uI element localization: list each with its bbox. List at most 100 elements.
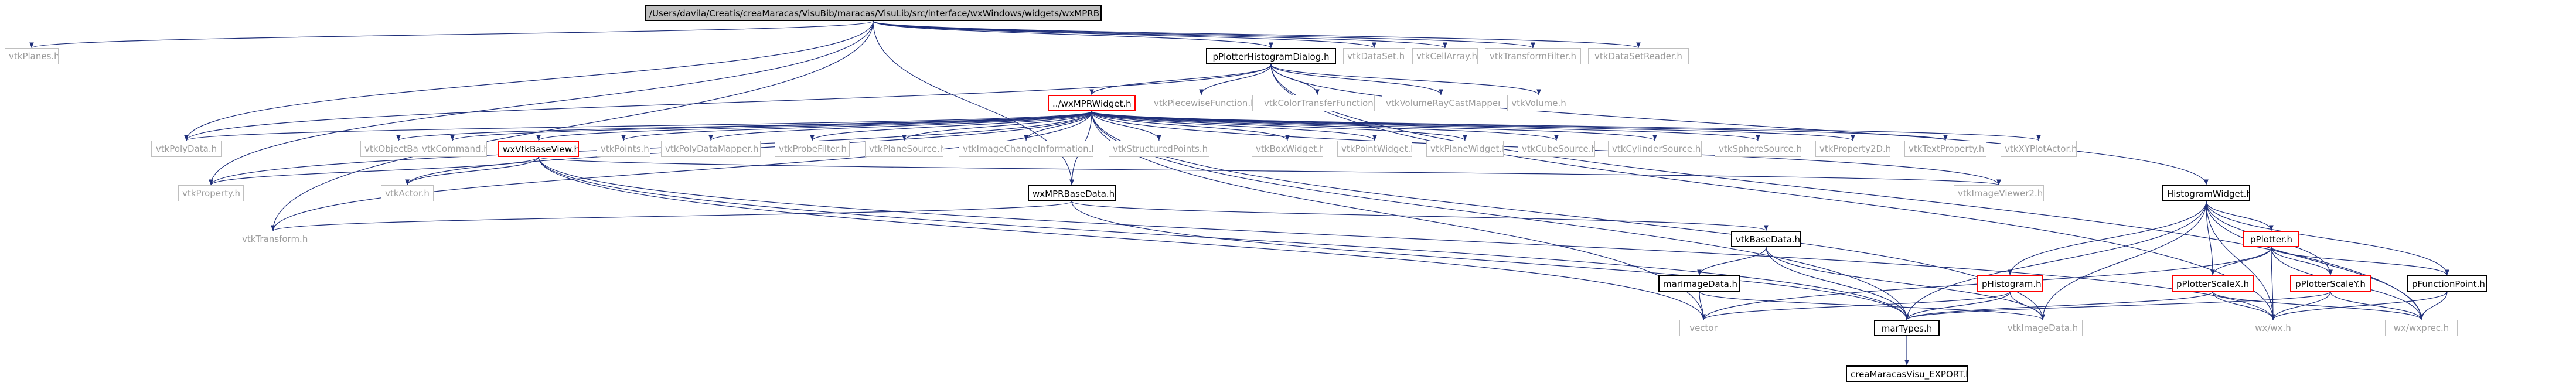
edge-pPlotter-to-pPlotterScaleX <box>2210 247 2272 276</box>
edge-pPlotterHistogramDialog-to-wxMPRWidget <box>1089 64 1272 95</box>
node-vtk-piecewise-function[interactable]: vtkPiecewiseFunction.h <box>1150 95 1253 111</box>
node-vtk-plane-source[interactable]: vtkPlaneSource.h <box>865 141 943 157</box>
edge-wxMPRWidget-to-vtkStructuredPoints <box>1091 111 1161 141</box>
node-vtk-property2-d[interactable]: vtkProperty2D.h <box>1815 141 1890 157</box>
edge-pPlotterScaleX-to-marTypes <box>1904 291 2213 320</box>
edge-pPlotterScaleX-to-wxwxprec <box>2212 291 2424 320</box>
node-vtk-planes[interactable]: vtkPlanes.h <box>5 48 59 64</box>
node-wxwx[interactable]: wx/wx.h <box>2247 320 2299 336</box>
node-vtk-box-widget[interactable]: vtkBoxWidget.h <box>1252 141 1323 157</box>
node-root: /Users/davila/Creatis/creaMaracas/VisuBi… <box>645 5 1102 21</box>
node-mar-types[interactable]: marTypes.h <box>1874 320 1940 336</box>
node-vtk-data-set[interactable]: vtkDataSet.h <box>1343 48 1405 64</box>
node-p-plotter-scale-x[interactable]: pPlotterScaleX.h <box>2172 275 2254 292</box>
edge-wxMPRWidget-to-vtkObjectBase <box>396 111 1092 141</box>
edge-wxMPRBaseData-to-vtkTransform <box>271 201 1072 231</box>
node-vtk-transform-filter[interactable]: vtkTransformFilter.h <box>1485 48 1581 64</box>
node-vtk-command[interactable]: vtkCommand.h <box>418 141 487 157</box>
edge-wxMPRBaseData-to-vtkBaseData <box>1071 201 1769 231</box>
edge-wxMPRWidget-to-vtkBoxWidget <box>1091 111 1290 141</box>
node-vtk-cube-source[interactable]: vtkCubeSource.h <box>1518 141 1595 157</box>
node-vtk-base-data[interactable]: vtkBaseData.h <box>1731 231 1801 247</box>
edge-pPlotter-to-pFunctionPoint <box>2271 247 2449 276</box>
node-vtk-text-property[interactable]: vtkTextProperty.h <box>1904 141 1986 157</box>
edge-wxMPRWidget-to-vtkProbeFilter <box>810 111 1092 141</box>
edge-wxMPRWidget-to-wxVtkBaseView <box>536 111 1092 141</box>
node-vtk-image-change-information[interactable]: vtkImageChangeInformation.h <box>959 141 1093 157</box>
node-wx-m-p-r-widget[interactable]: ../wxMPRWidget.h <box>1048 95 1136 111</box>
node-vector[interactable]: vector <box>1679 320 1727 336</box>
edge-wxVtkBaseView-to-vector <box>538 156 1706 320</box>
node-vtk-volume-ray-cast-mapper[interactable]: vtkVolumeRayCastMapper.h <box>1382 95 1500 111</box>
edge-root-to-vtkProperty <box>209 21 874 186</box>
node-vtk-image-data[interactable]: vtkImageData.h <box>2003 320 2083 336</box>
edge-pPlotterScaleY-to-wxwxprec <box>2330 291 2424 320</box>
edge-wxVtkBaseView-to-marTypes <box>538 156 1909 320</box>
node-histogram-widget[interactable]: HistogramWidget.h <box>2162 185 2250 201</box>
edge-pPlotterHistogramDialog-to-vtkPiecewiseFunction <box>1199 64 1272 95</box>
node-wx-vtk-base-view[interactable]: wxVtkBaseView.h <box>498 141 579 157</box>
edge-pPlotter-to-pPlotterScaleY <box>2271 247 2333 276</box>
edge-pPlotterHistogramDialog-to-vtkVolume <box>1270 64 1541 95</box>
edge-pPlotterHistogramDialog-to-wxwx <box>1270 64 2275 320</box>
edge-pPlotterHistogramDialog-to-HistogramWidget <box>1270 64 2209 186</box>
node-p-plotter[interactable]: pPlotter.h <box>2243 231 2299 247</box>
edge-pPlotterHistogramDialog-to-wxwxprec <box>1270 64 2424 320</box>
node-vtk-cell-array[interactable]: vtkCellArray.h <box>1412 48 1478 64</box>
node-vtk-data-set-reader[interactable]: vtkDataSetReader.h <box>1588 48 1689 64</box>
edge-wxMPRWidget-to-vtkProperty <box>209 111 1092 186</box>
edge-root-to-vtkTransformFilter <box>873 21 1535 49</box>
node-vtk-probe-filter[interactable]: vtkProbeFilter.h <box>775 141 850 157</box>
node-vtk-poly-data-mapper[interactable]: vtkPolyDataMapper.h <box>661 141 761 157</box>
edge-pFunctionPoint-to-wxwxprec <box>2419 291 2448 320</box>
node-wx-m-p-r-base-data[interactable]: wxMPRBaseData.h <box>1028 185 1116 201</box>
edge-pPlotterHistogramDialog-to-vtkVolumeRayCastMapper <box>1270 64 1443 95</box>
edge-marImageData-to-vtkImageData <box>1699 291 2045 320</box>
edge-HistogramWidget-to-pFunctionPoint <box>2206 201 2449 276</box>
node-vtk-actor[interactable]: vtkActor.h <box>381 185 434 201</box>
edge-wxVtkBaseView-to-vtkImageViewer2 <box>538 156 2001 186</box>
edge-wxMPRWidget-to-vtkProperty2D <box>1091 111 1855 141</box>
edge-HistogramWidget-to-vtkImageData <box>2040 201 2207 320</box>
edge-wxMPRWidget-to-vtkTextProperty <box>1091 111 1948 141</box>
edge-root-to-vtkCellArray <box>873 21 1447 49</box>
node-vtk-color-transfer-function[interactable]: vtkColorTransferFunction.h <box>1260 95 1375 111</box>
node-vtk-structured-points[interactable]: vtkStructuredPoints.h <box>1109 141 1209 157</box>
edge-pHistogram-to-marTypes <box>1904 291 2011 320</box>
edge-pHistogram-to-vector <box>1701 291 2011 320</box>
edge-wxMPRBaseData-to-marTypes <box>1071 201 1909 320</box>
edge-HistogramWidget-to-wxwxprec <box>2206 201 2424 320</box>
edge-HistogramWidget-to-pPlotter <box>2206 201 2274 231</box>
node-mar-image-data[interactable]: marImageData.h <box>1658 275 1740 292</box>
node-vtk-volume[interactable]: vtkVolume.h <box>1507 95 1570 111</box>
node-vtk-x-y-plot-actor[interactable]: vtkXYPlotActor.h <box>2001 141 2077 157</box>
node-p-function-point[interactable]: pFunctionPoint.h <box>2407 275 2487 292</box>
node-vtk-transform[interactable]: vtkTransform.h <box>238 231 308 247</box>
node-wxwxprec[interactable]: wx/wxprec.h <box>2385 320 2458 336</box>
node-vtk-cylinder-source[interactable]: vtkCylinderSource.h <box>1608 141 1702 157</box>
edge-wxMPRWidget-to-vtkPoints <box>621 111 1092 141</box>
edge-wxVtkBaseView-to-vtkProperty <box>209 156 539 186</box>
edge-wxMPRWidget-to-vtkPlaneSource <box>902 111 1092 141</box>
node-p-plotter-histogram-dialog[interactable]: pPlotterHistogramDialog.h <box>1206 48 1336 64</box>
node-p-histogram[interactable]: pHistogram.h <box>1977 275 2043 292</box>
node-vtk-image-viewer2[interactable]: vtkImageViewer2.h <box>1954 185 2044 201</box>
edge-wxMPRWidget-to-vtkPolyData <box>184 111 1092 141</box>
edge-wxMPRWidget-to-vtkCylinderSource <box>1091 111 1657 141</box>
edge-wxMPRWidget-to-vtkImageChangeInformation <box>1024 111 1092 141</box>
edge-wxMPRWidget-to-vtkXYPlotActor <box>1091 111 2041 141</box>
node-vtk-points[interactable]: vtkPoints.h <box>597 141 650 157</box>
edge-wxMPRWidget-to-vtkPolyDataMapper <box>708 111 1092 141</box>
node-crea-maracas-visu-export[interactable]: creaMaracasVisu_EXPORT.h <box>1846 365 1968 382</box>
node-vtk-plane-widget[interactable]: vtkPlaneWidget.h <box>1426 141 1504 157</box>
node-vtk-property[interactable]: vtkProperty.h <box>178 185 244 201</box>
node-vtk-point-widget[interactable]: vtkPointWidget.h <box>1337 141 1412 157</box>
edge-wxMPRWidget-to-vtkCommand <box>450 111 1092 141</box>
edge-wxMPRWidget-to-vtkSphereSource <box>1091 111 1760 141</box>
edge-HistogramWidget-to-marTypes <box>1904 201 2207 320</box>
node-vtk-poly-data[interactable]: vtkPolyData.h <box>151 141 222 157</box>
edge-wxMPRWidget-to-vtkTransform <box>271 111 1092 231</box>
node-p-plotter-scale-y[interactable]: pPlotterScaleY.h <box>2290 275 2371 292</box>
node-vtk-sphere-source[interactable]: vtkSphereSource.h <box>1715 141 1801 157</box>
